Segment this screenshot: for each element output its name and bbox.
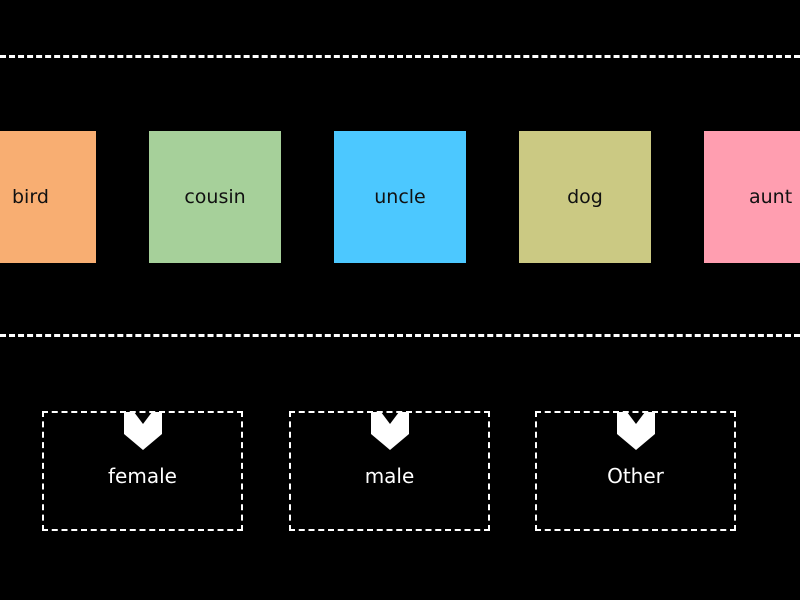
top-divider (0, 55, 800, 58)
chevron-down-icon (123, 412, 162, 450)
card-uncle[interactable]: uncle (334, 131, 466, 263)
drop-zone-label: Other (607, 464, 664, 488)
drop-zone-label: male (364, 464, 415, 488)
drop-zone-female[interactable]: female (42, 411, 243, 531)
card-label: uncle (374, 186, 426, 208)
card-label: cousin (184, 186, 246, 208)
card-bird[interactable]: bird (0, 131, 96, 263)
card-label: dog (567, 186, 603, 208)
drop-zone-other[interactable]: Other (535, 411, 736, 531)
chevron-down-icon (370, 412, 409, 450)
card-label: bird (12, 186, 49, 208)
card-cousin[interactable]: cousin (149, 131, 281, 263)
bottom-divider (0, 334, 800, 337)
drop-zone-label: female (108, 464, 177, 488)
card-label: aunt (749, 186, 793, 208)
card-dog[interactable]: dog (519, 131, 651, 263)
chevron-down-icon (616, 412, 655, 450)
drop-zone-male[interactable]: male (289, 411, 490, 531)
card-aunt[interactable]: aunt (704, 131, 800, 263)
